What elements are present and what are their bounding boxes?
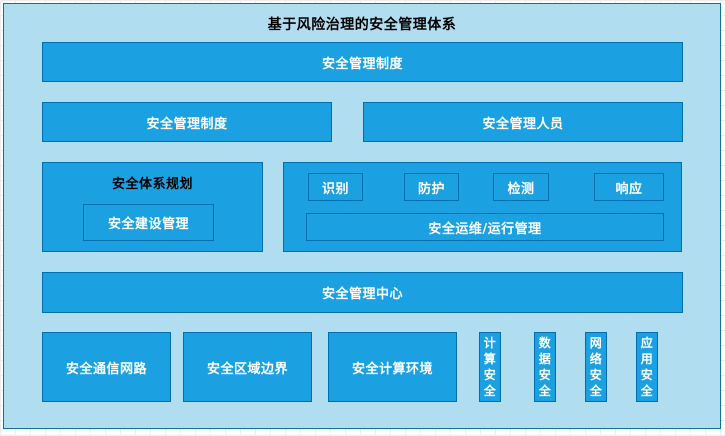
group-security-operations: 识别 防护 检测 响应 安全运维/运行管理 [283, 162, 682, 252]
box-secure-computing-env: 安全计算环境 [328, 332, 457, 402]
diagram-title: 基于风险治理的安全管理体系 [267, 17, 457, 33]
box-step-respond: 响应 [594, 173, 664, 201]
box-data-security: 数据安全 [534, 332, 556, 402]
bar-security-mgmt-center: 安全管理中心 [42, 272, 683, 313]
box-security-construction-mgmt: 安全建设管理 [83, 204, 214, 241]
box-secure-area-boundary: 安全区域边界 [183, 332, 312, 402]
box-security-mgmt-personnel: 安全管理人员 [363, 102, 683, 142]
box-secure-comm-network: 安全通信网路 [42, 332, 171, 402]
bar-security-mgmt-policy-top: 安全管理制度 [42, 42, 683, 82]
box-network-security: 网络安全 [585, 332, 607, 402]
group-security-system-planning-label: 安全体系规划 [111, 177, 193, 192]
diagram-panel: 基于风险治理的安全管理体系 安全管理制度 安全管理制度 安全管理人员 安全体系规… [3, 3, 721, 429]
box-security-mgmt-policy: 安全管理制度 [42, 102, 332, 142]
group-security-system-planning: 安全体系规划 安全建设管理 [42, 162, 263, 252]
box-step-identify: 识别 [308, 173, 363, 201]
box-security-operations-mgmt: 安全运维/运行管理 [306, 213, 664, 241]
box-application-security: 应用安全 [636, 332, 658, 402]
box-step-detect: 检测 [493, 173, 549, 201]
box-computing-security: 计算安全 [479, 332, 501, 402]
box-step-protect: 防护 [404, 173, 459, 201]
